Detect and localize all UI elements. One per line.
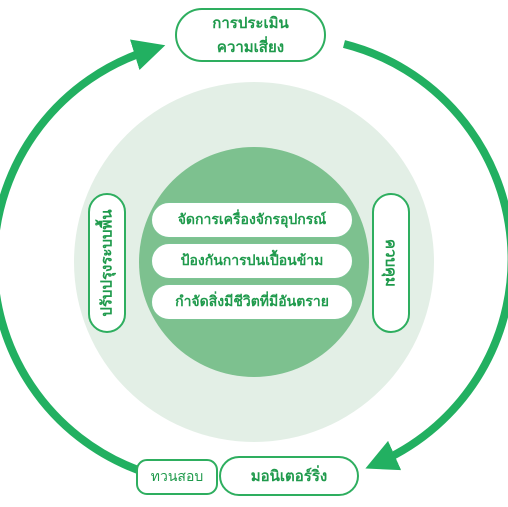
- right-vertical-pill: ควบคุม: [372, 193, 410, 333]
- monitoring-label: มอนิเตอร์ริ่ง: [250, 467, 328, 485]
- inner-item-1: จัดการเครื่องจักรอุปกรณ์: [152, 203, 352, 237]
- cycle-arrow-left: [0, 39, 166, 474]
- right-vertical-label: ควบคุม: [382, 239, 400, 287]
- risk-assessment-line1: การประเมิน: [212, 14, 289, 32]
- left-vertical-label: ปรับปรุงระบบพื้น: [98, 209, 116, 317]
- cycle-arrow-right: [343, 40, 508, 471]
- inner-item-3: กำจัดสิ่งมีชีวิตที่มีอันตราย: [152, 285, 352, 319]
- inner-item-2: ป้องกันการปนเปื้อนข้าม: [152, 244, 352, 278]
- inner-item-1-label: จัดการเครื่องจักรอุปกรณ์: [177, 212, 327, 228]
- monitoring-pill: มอนิเตอร์ริ่ง: [219, 456, 359, 496]
- verification-pill: ทวนสอบ: [136, 459, 218, 495]
- risk-assessment-line2: ความเสี่ยง: [216, 38, 285, 56]
- inner-item-2-label: ป้องกันการปนเปื้อนข้าม: [180, 253, 324, 269]
- verification-label: ทวนสอบ: [150, 469, 204, 485]
- inner-item-3-label: กำจัดสิ่งมีชีวิตที่มีอันตราย: [175, 294, 329, 310]
- risk-assessment-pill: การประเมิน ความเสี่ยง: [175, 8, 326, 62]
- left-vertical-pill: ปรับปรุงระบบพื้น: [88, 193, 126, 333]
